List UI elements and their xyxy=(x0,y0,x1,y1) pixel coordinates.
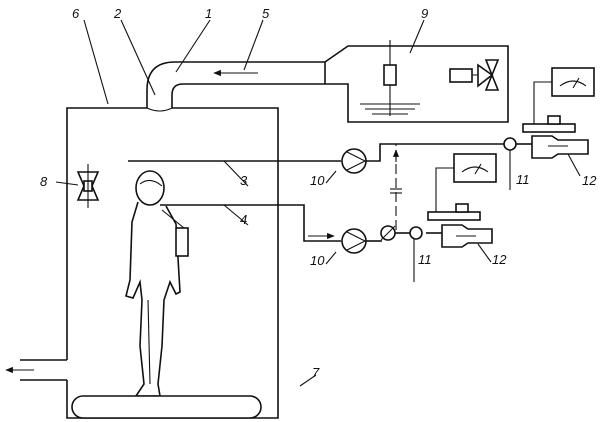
label-meter-lower: 12 xyxy=(492,252,507,267)
label-valve-lower: 11 xyxy=(418,252,432,267)
label-pump-upper: 10 xyxy=(310,173,325,188)
conditioning-unit xyxy=(324,40,509,123)
supply-duct xyxy=(146,61,325,112)
leader-lines xyxy=(55,19,581,387)
label-duct-left: 2 xyxy=(113,6,122,21)
pump-upper xyxy=(341,148,367,174)
pump-lower xyxy=(341,228,367,254)
valve-upper xyxy=(503,137,532,190)
treadmill xyxy=(71,395,262,419)
sampling-line-lower xyxy=(160,204,341,242)
chamber-walls xyxy=(20,107,279,419)
label-fan: 8 xyxy=(40,174,48,189)
meter-upper xyxy=(522,67,595,159)
wall-fan xyxy=(76,164,100,208)
piping-upper xyxy=(366,143,504,230)
label-treadmill: 7 xyxy=(312,365,320,380)
label-conditioner: 9 xyxy=(421,6,428,21)
label-pump-lower: 10 xyxy=(310,253,325,268)
label-duct-top: 1 xyxy=(205,6,212,21)
meter-lower xyxy=(427,153,497,248)
reference-labels: 6 2 1 5 9 8 3 4 10 10 11 11 12 12 7 xyxy=(40,6,597,380)
label-meter-upper: 12 xyxy=(582,173,597,188)
label-valve-upper: 11 xyxy=(516,172,530,187)
piping-lower xyxy=(366,225,442,242)
valve-lower xyxy=(409,226,423,282)
label-room: 6 xyxy=(72,6,80,21)
label-line-lower: 4 xyxy=(240,212,247,227)
label-airflow: 5 xyxy=(262,6,270,21)
label-line-upper: 3 xyxy=(240,173,248,188)
